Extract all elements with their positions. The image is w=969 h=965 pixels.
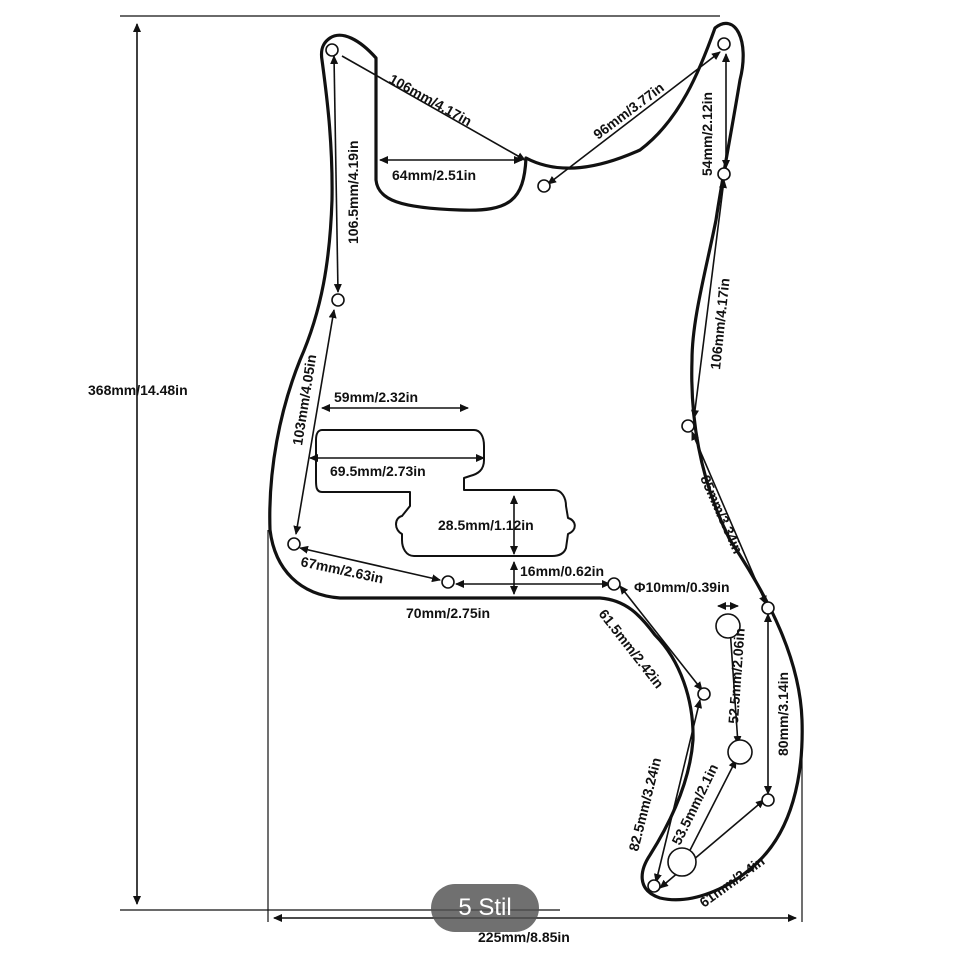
- control-hole: [727, 739, 753, 765]
- label-left-upper: 106.5mm/4.19in: [345, 140, 361, 244]
- label-pickup-to-edge: 16mm/0.62in: [520, 563, 604, 579]
- screw-hole: [717, 37, 731, 51]
- screw-hole: [697, 687, 711, 701]
- screw-hole: [287, 537, 301, 551]
- control-hole: [667, 847, 697, 877]
- screw-hole: [761, 601, 775, 615]
- screw-hole: [441, 575, 455, 589]
- label-height-total: 368mm/14.48in: [88, 382, 188, 398]
- screw-hole: [647, 879, 661, 893]
- label-pickup-full-width: 69.5mm/2.73in: [330, 463, 426, 479]
- screw-hole: [717, 167, 731, 181]
- screw-hole: [761, 793, 775, 807]
- label-control-hole-dia: Φ10mm/0.39in: [634, 579, 730, 595]
- style-count-badge[interactable]: 5 Stil: [431, 884, 539, 932]
- label-pickup-top-width: 59mm/2.32in: [334, 389, 418, 405]
- label-right-bottom: 80mm/3.14in: [775, 672, 791, 756]
- label-neck-width: 64mm/2.51in: [392, 167, 476, 183]
- label-width-total: 225mm/8.85in: [478, 929, 570, 945]
- label-neck-to-top-right: 96mm/3.77in: [590, 79, 667, 142]
- label-top-right-short: 54mm/2.12in: [699, 92, 715, 176]
- screw-hole: [537, 179, 551, 193]
- label-bottom-middle: 70mm/2.75in: [406, 605, 490, 621]
- screw-hole: [607, 577, 621, 591]
- label-right-upper: 106mm/4.17in: [707, 277, 733, 370]
- screw-hole: [325, 43, 339, 57]
- badge-label: 5 Stil: [458, 894, 512, 921]
- label-pickup-height: 28.5mm/1.12in: [438, 517, 534, 533]
- screw-hole: [331, 293, 345, 307]
- control-hole: [715, 613, 741, 639]
- screw-hole: [681, 419, 695, 433]
- label-top-left-to-neck: 106mm/4.17in: [387, 71, 475, 130]
- label-knob-spacing: 52.5mm/2.06in: [725, 628, 748, 725]
